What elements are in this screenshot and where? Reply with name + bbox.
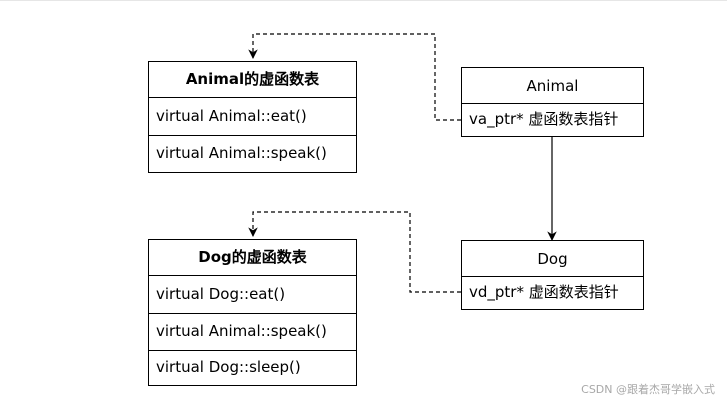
dog-class: Dog vd_ptr* 虚函数表指针: [461, 240, 644, 310]
dog-vtable-entry: virtual Animal::speak(): [149, 313, 356, 350]
animal-vptr-connector: [248, 33, 461, 121]
top-divider: [0, 0, 727, 1]
animal-vtable-title: Animal的虚函数表: [185, 70, 320, 88]
dog-class-name: Dog: [537, 250, 568, 268]
animal-vtable-entry: virtual Animal::eat(): [149, 97, 356, 135]
dog-vtable-entry: virtual Dog::eat(): [149, 275, 356, 313]
watermark: CSDN @跟着杰哥学嵌入式: [581, 383, 715, 396]
animal-class: Animal va_ptr* 虚函数表指针: [461, 67, 644, 137]
dog-class-member: vd_ptr* 虚函数表指针: [462, 276, 643, 309]
animal-class-name: Animal: [526, 77, 579, 95]
dog-vtable: Dog的虚函数表 virtual Dog::eat() virtual Anim…: [148, 239, 357, 386]
animal-vtable: Animal的虚函数表 virtual Animal::eat() virtua…: [148, 61, 357, 173]
animal-class-member: va_ptr* 虚函数表指针: [462, 103, 643, 136]
animal-vtable-entry: virtual Animal::speak(): [149, 135, 356, 172]
dog-vtable-title: Dog的虚函数表: [198, 248, 307, 266]
dog-vptr-connector: [248, 211, 461, 293]
dog-vtable-entry: virtual Dog::sleep(): [149, 350, 356, 385]
